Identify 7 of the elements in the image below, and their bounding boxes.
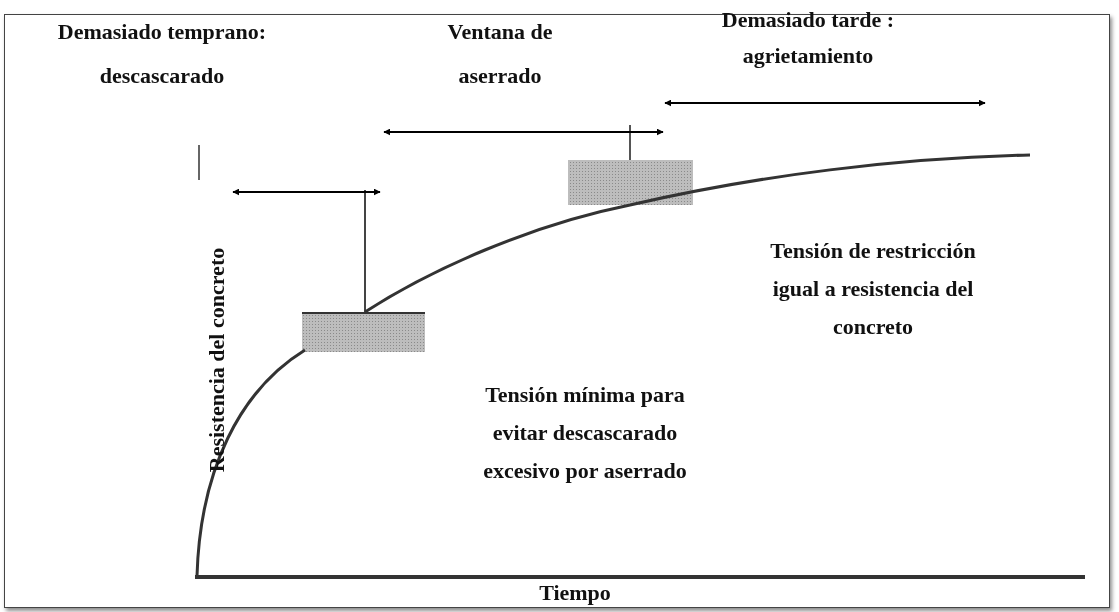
annotation-text: Tiempo xyxy=(538,580,612,606)
annotation-text: Tensión de restricción igual a resistencia del concreto xyxy=(769,237,977,341)
annotation-text: Ventana de aserrado xyxy=(446,18,554,90)
annotation-text: Demasiado temprano: descascarado xyxy=(56,18,268,90)
annotation-text: Tensión mínima para evitar descascarado excesivo por aserrado xyxy=(482,381,688,485)
annotation-text: Demasiado tarde : agrietamiento xyxy=(720,6,896,70)
axis-title: Resistencia del concreto xyxy=(204,246,230,475)
